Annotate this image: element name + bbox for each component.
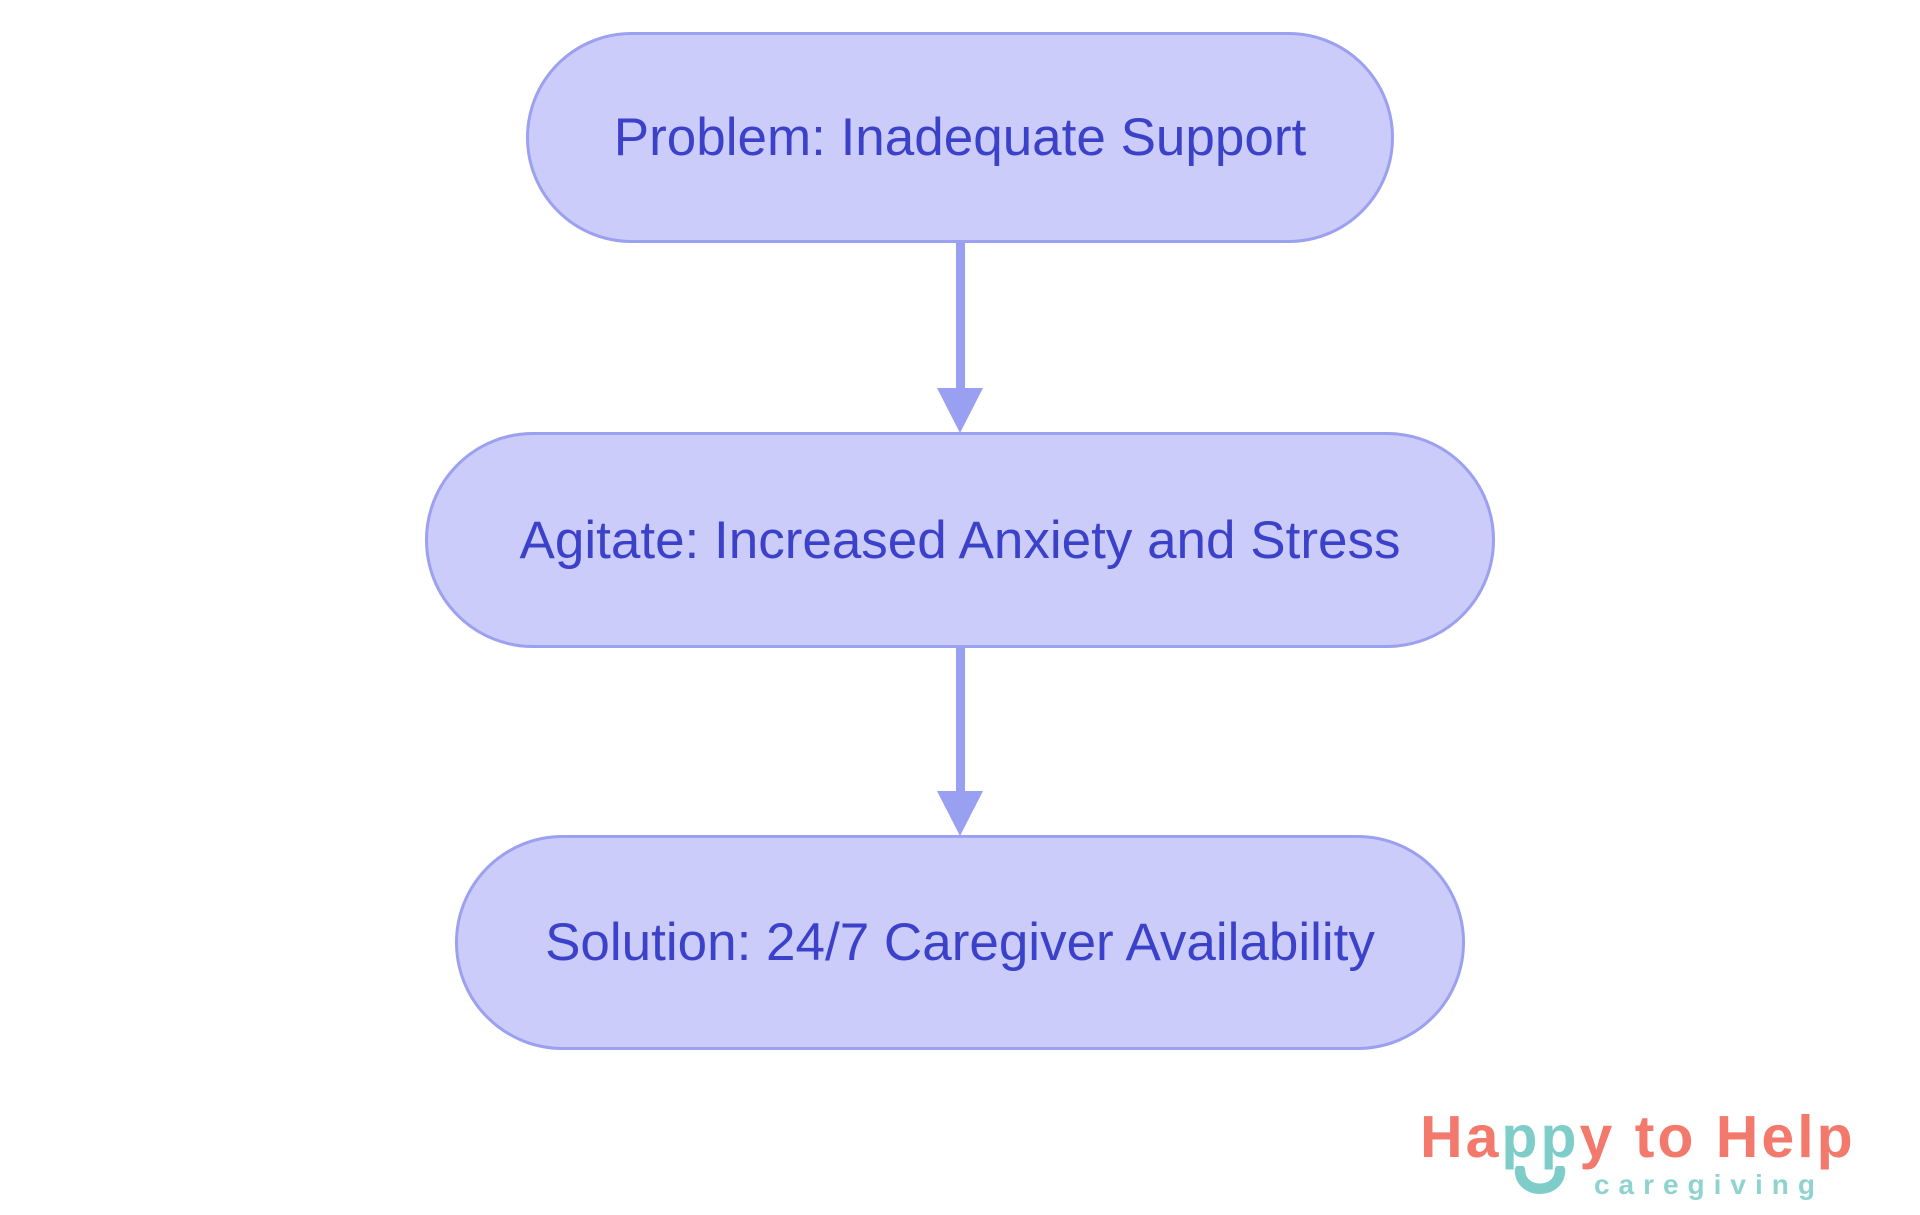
flow-node-agitate: Agitate: Increased Anxiety and Stress [425,432,1495,648]
arrow-head-icon [937,388,983,433]
arrow-line-problem-to-agitate [956,243,965,390]
arrow-line-agitate-to-solution [956,648,965,793]
flow-node-agitate-label: Agitate: Increased Anxiety and Stress [519,510,1401,570]
logo-brand-text: Happ y to Help [1420,1108,1870,1194]
logo-brand-part1: Ha [1420,1104,1502,1170]
logo-tagline: caregiving [1593,1169,1824,1200]
flow-node-solution-label: Solution: 24/7 Caregiver Availability [545,913,1375,972]
happy-to-help-logo: Happ y to Help caregiving [1420,1108,1870,1201]
logo-brand-part2: pp [1501,1104,1580,1170]
smile-arc-icon [1515,1166,1566,1194]
logo-brand-part3: y to Help [1579,1104,1856,1170]
arrow-head-icon [937,791,983,836]
logo-brand-pp: pp [1501,1108,1579,1194]
flow-node-problem: Problem: Inadequate Support [526,32,1394,243]
flow-node-problem-label: Problem: Inadequate Support [613,108,1307,167]
flow-node-solution: Solution: 24/7 Caregiver Availability [455,835,1465,1050]
